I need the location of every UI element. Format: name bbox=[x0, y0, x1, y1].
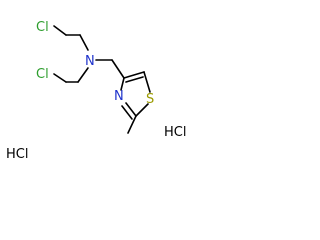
bond-c4-c5-double bbox=[125, 76, 144, 83]
bond-c2-n-lower bbox=[77, 67, 89, 83]
atom-s: S bbox=[146, 92, 154, 107]
salt-label-left: HCl bbox=[6, 147, 28, 162]
atom-cl-upper: Cl bbox=[36, 20, 49, 35]
bond-c4-c5 bbox=[123, 71, 145, 79]
bond-cl-lower-c1 bbox=[53, 73, 67, 83]
bond-c2-n3-double bbox=[121, 105, 133, 120]
bond-c2-n-upper bbox=[79, 34, 89, 51]
salt-label-right: HCl bbox=[164, 125, 186, 140]
bond-cl-upper-c1 bbox=[53, 25, 67, 36]
bond-c2-methyl bbox=[127, 115, 137, 134]
bond-lines bbox=[53, 25, 151, 134]
atom-n-ring: N bbox=[114, 89, 124, 104]
bond-c5-s bbox=[143, 71, 151, 93]
bond-n3-c4 bbox=[120, 77, 125, 91]
structure-diagram: Cl Cl N N S HCl HCl bbox=[6, 20, 186, 162]
atom-cl-lower: Cl bbox=[36, 67, 49, 82]
bond-ch2-c4 bbox=[111, 59, 125, 79]
bond-s-c2 bbox=[135, 103, 149, 117]
atom-n-amine: N bbox=[85, 54, 95, 69]
bond-c2-n3 bbox=[125, 102, 137, 117]
